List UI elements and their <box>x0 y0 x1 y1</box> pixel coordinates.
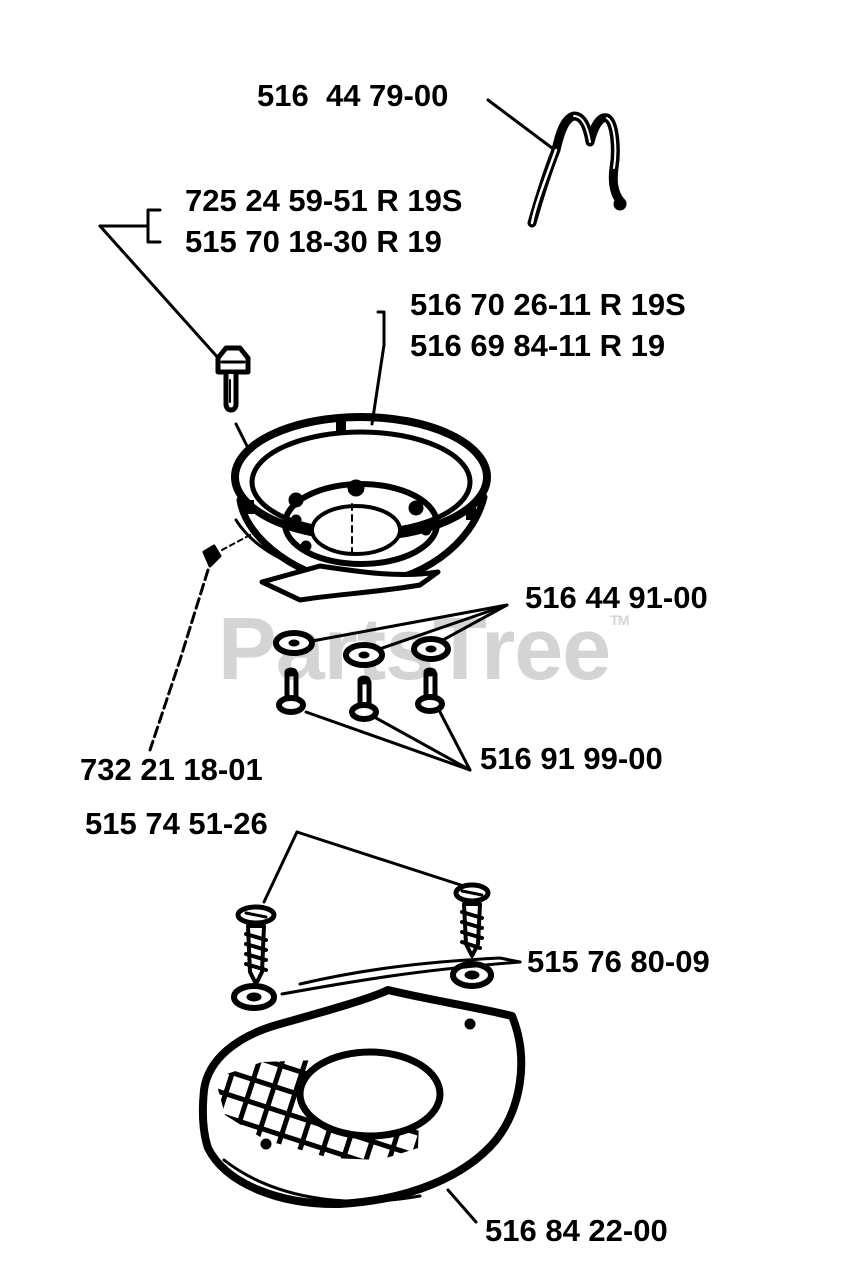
bolt-callout-lines <box>98 208 222 362</box>
label-bolt-b: 515 70 18-30 R 19 <box>185 224 442 259</box>
label-cover: 516 84 22-00 <box>485 1213 668 1248</box>
watermark-trademark: TM <box>610 612 629 628</box>
label-hub-a: 516 70 26-11 R 19S <box>410 287 686 322</box>
label-washers: 516 44 91-00 <box>525 580 708 615</box>
label-screws: 515 74 51-26 <box>85 806 268 841</box>
rotor-hub <box>231 310 491 603</box>
retaining-clip <box>148 533 253 752</box>
label-pins: 516 91 99-00 <box>480 741 663 776</box>
washer-set <box>273 603 509 668</box>
label-bolt-a: 725 24 59-51 R 19S <box>185 183 463 218</box>
label-spring: 516 44 79-00 <box>257 78 449 113</box>
pin-set <box>276 667 472 772</box>
label-clip: 732 21 18-01 <box>80 752 263 787</box>
screw-set <box>235 830 491 986</box>
cover-washer-set <box>231 956 522 1011</box>
label-hub-b: 516 69 84-11 R 19 <box>410 328 666 363</box>
label-cover-washers: 515 76 80-09 <box>527 944 710 979</box>
flange-bolt <box>215 345 251 413</box>
spring-part <box>486 98 627 228</box>
